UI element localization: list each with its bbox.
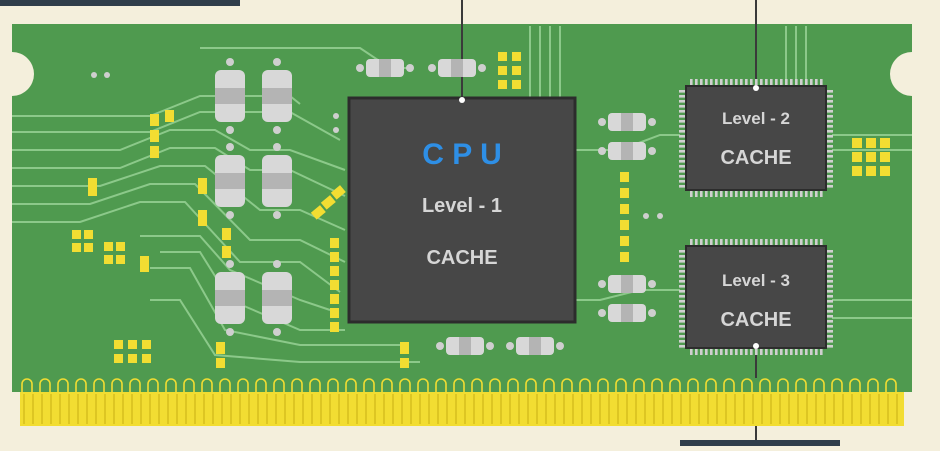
contact-fingers (23, 394, 898, 424)
resistor-h (506, 337, 564, 355)
cpu-chip (347, 96, 577, 324)
resistor-h (598, 113, 656, 131)
l3-cache-chip (679, 239, 833, 355)
l3-cache-label: CACHE (720, 309, 791, 331)
bottom-label-tab (680, 440, 840, 446)
resistor-h (598, 142, 656, 160)
top-label-tab (0, 0, 240, 6)
l3-level-label: Level - 3 (722, 271, 790, 290)
resistors (215, 58, 656, 355)
cpu-cache-label: CACHE (426, 247, 497, 269)
resistor (215, 58, 245, 134)
resistor-h (598, 304, 656, 322)
connector-loops (21, 378, 897, 392)
via-dots (91, 72, 663, 219)
cpu-level-label: Level - 1 (422, 195, 502, 217)
resistor-h (428, 59, 486, 77)
resistor-h (436, 337, 494, 355)
circuit-traces (12, 26, 912, 363)
resistor-h (598, 275, 656, 293)
l2-level-label: Level - 2 (722, 109, 790, 128)
resistor-h (356, 59, 414, 77)
chip-pins (679, 239, 833, 355)
resistor (262, 143, 292, 219)
cpu-label: C P U (422, 138, 501, 171)
resistor (262, 260, 292, 336)
l2-cache-chip (679, 79, 833, 197)
resistor (215, 260, 245, 336)
chip-pins (679, 79, 833, 197)
resistor (215, 143, 245, 219)
resistor (262, 58, 292, 134)
solder-pads (72, 52, 890, 368)
l2-cache-label: CACHE (720, 147, 791, 169)
